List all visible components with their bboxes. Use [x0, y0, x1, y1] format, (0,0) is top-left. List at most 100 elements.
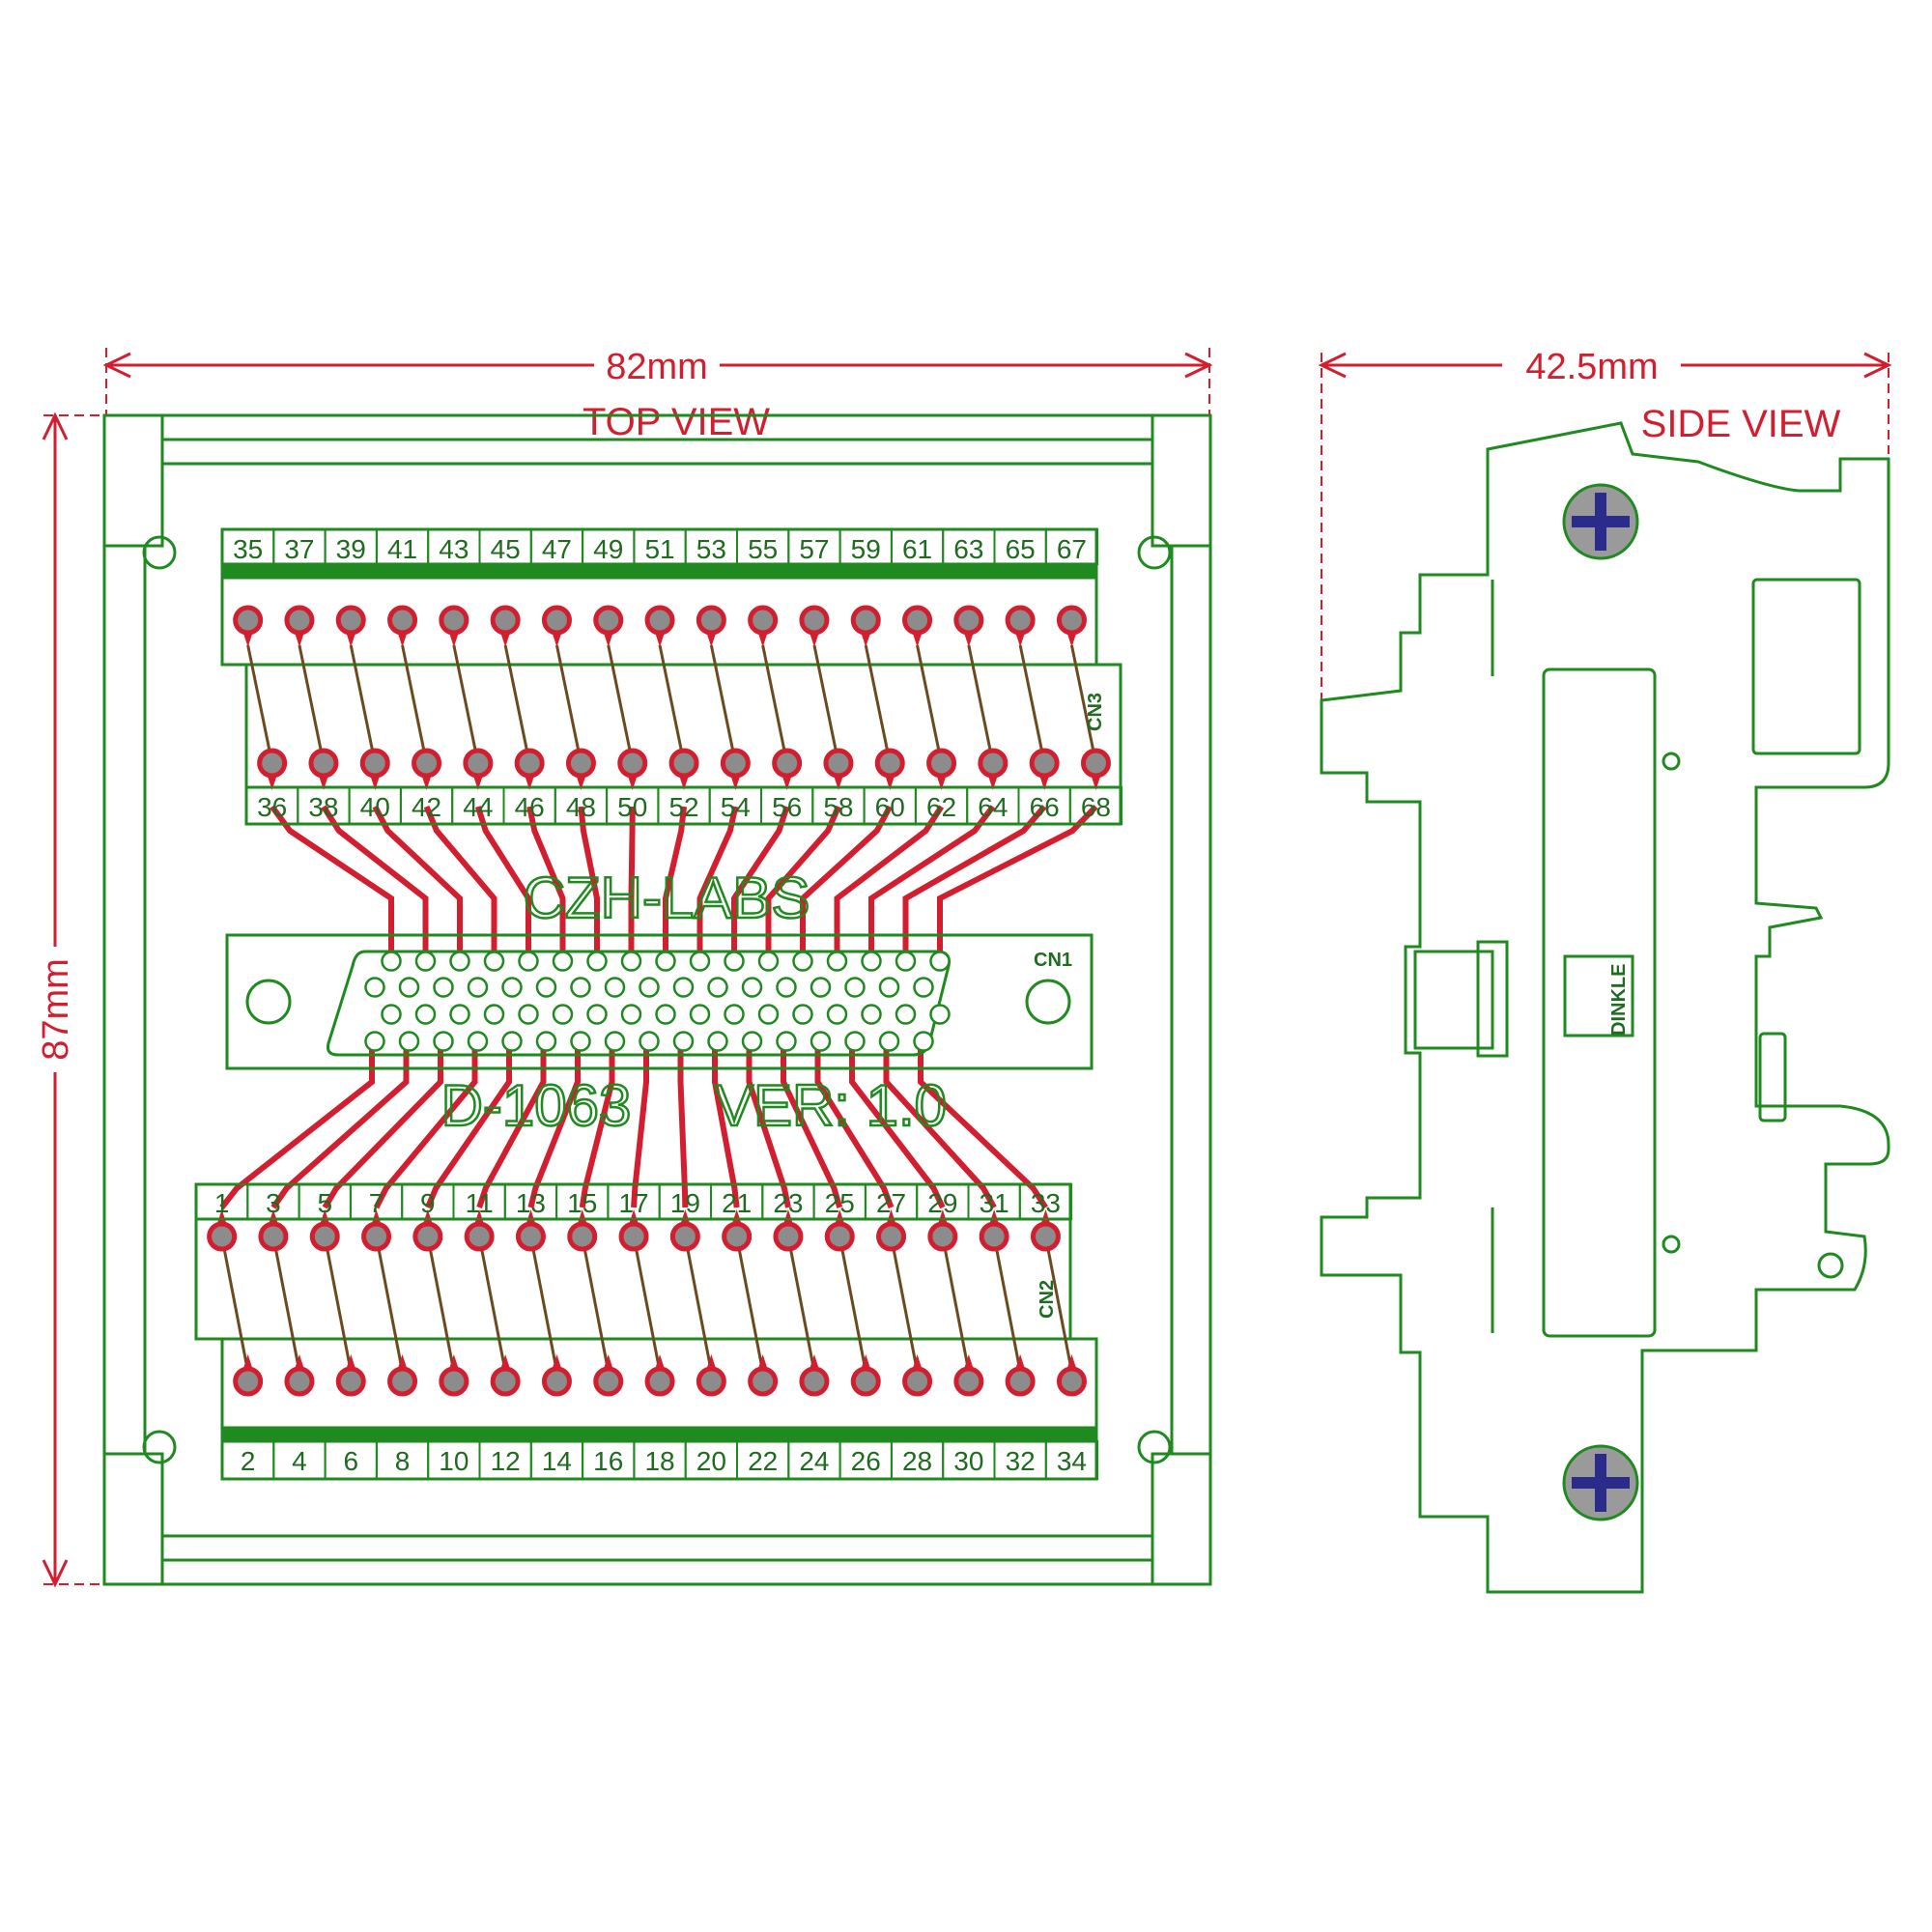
trace	[1018, 644, 1046, 764]
dsub-pin-hole	[414, 1004, 437, 1025]
terminal-pad	[722, 1221, 753, 1252]
terminal-pad	[565, 748, 596, 779]
terminal-pad	[669, 1221, 700, 1252]
trace	[270, 1041, 410, 1209]
pin-label: 24	[799, 1446, 829, 1476]
pin-label: 51	[644, 534, 674, 564]
trace	[631, 1041, 649, 1208]
dsub-pin-hole	[586, 951, 608, 972]
dsub-pin-hole	[467, 1031, 489, 1052]
pin-label: 2	[241, 1446, 256, 1476]
pin-label: 5	[317, 1188, 332, 1218]
terminal-pad	[850, 1366, 881, 1397]
trace	[849, 1041, 946, 1209]
terminal-pad	[1005, 1366, 1036, 1397]
trace	[834, 805, 945, 961]
terminal-pad	[617, 748, 648, 779]
trace	[271, 1236, 301, 1373]
dsub-pin-hole	[929, 1004, 951, 1025]
pcb-traces	[219, 644, 1098, 1373]
terminal-pad	[668, 748, 699, 779]
trace	[677, 1041, 689, 1208]
dinkle-logo: DINKLE	[1608, 964, 1630, 1036]
terminal-pad	[644, 605, 675, 636]
terminal-pad	[387, 1366, 418, 1397]
dsub-pin-hole	[570, 1031, 591, 1052]
dsub-connector-cn1: CN1	[225, 933, 1094, 1070]
terminal-pad	[284, 1366, 315, 1397]
pin-label: 36	[257, 792, 287, 822]
trace	[554, 644, 582, 764]
terminal-pad	[927, 1221, 958, 1252]
trace	[372, 805, 463, 961]
pin-label: 64	[978, 792, 1008, 822]
dsub-pin-hole	[414, 951, 437, 972]
trace	[1069, 644, 1097, 764]
dsub-pin-hole	[844, 1031, 866, 1052]
dsub-pin-hole	[570, 977, 591, 998]
pin-label: 3	[266, 1188, 281, 1218]
dsub-pin-hole	[826, 1004, 848, 1025]
terminal-pad	[439, 605, 469, 636]
terminal-pad	[823, 748, 854, 779]
bottom-row-cell	[1044, 1440, 1099, 1480]
terminal-pad	[720, 748, 751, 779]
pin-label: 18	[644, 1446, 674, 1476]
pin-label: 58	[823, 792, 853, 822]
dsub-pin-hole	[518, 1004, 539, 1025]
din-rail-frame	[102, 413, 1212, 1586]
dsub-pin-hole	[552, 1004, 574, 1025]
dsub-pin-hole	[604, 1031, 626, 1052]
side-view-label: SIDE VIEW	[1641, 403, 1841, 445]
terminal-pad	[1005, 605, 1036, 636]
terminal-pad	[1056, 605, 1087, 636]
terminal-pad	[799, 1366, 830, 1397]
dsub-pin-hole	[810, 977, 832, 998]
terminal-pad	[464, 1221, 495, 1252]
dsub-pin-hole	[535, 977, 557, 998]
side-view-housing	[1320, 421, 1890, 1594]
terminal-pad	[541, 1366, 572, 1397]
trace	[528, 1236, 558, 1373]
dsub-pin-hole	[826, 951, 848, 972]
dsub-pin-hole	[776, 977, 797, 998]
upper-mid-row-cell	[1068, 786, 1123, 825]
trace	[375, 1236, 405, 1373]
terminal-pad	[514, 748, 545, 779]
terminal-pad	[979, 1221, 1009, 1252]
dimension-width-top: 82mm	[102, 347, 1213, 415]
trace	[814, 1041, 895, 1209]
pin-label: 67	[1057, 534, 1087, 564]
trace	[812, 644, 840, 764]
dsub-pin-hole	[518, 951, 539, 972]
terminal-pad	[644, 1366, 675, 1397]
trace	[219, 1041, 375, 1209]
trace	[838, 1236, 867, 1373]
dsub-pin-hole	[724, 951, 745, 972]
pin-label: 22	[748, 1446, 778, 1476]
trace	[696, 806, 739, 961]
terminal-pad	[284, 605, 315, 636]
pin-label: 59	[851, 534, 881, 564]
dsub-pin-hole	[878, 977, 900, 998]
dsub-pin-hole	[655, 1004, 676, 1025]
pin-label: 47	[542, 534, 572, 564]
terminal-pad	[541, 605, 572, 636]
dsub-pin-hole	[895, 1004, 917, 1025]
pin-label: 10	[439, 1446, 469, 1476]
dimension-width-side: 42.5mm	[1318, 347, 1892, 705]
pin-label: 23	[773, 1188, 803, 1218]
pin-label: 34	[1057, 1446, 1087, 1476]
pin-label: 44	[463, 792, 493, 822]
terminal-pad	[361, 1221, 392, 1252]
dsub-pin-hole	[878, 1031, 900, 1052]
dsub-pin-hole	[535, 1031, 557, 1052]
terminal-pad	[233, 1366, 264, 1397]
pin-label: 57	[799, 534, 829, 564]
terminal-pad	[772, 748, 803, 779]
terminal-pad	[490, 605, 521, 636]
dsub-pin-hole	[861, 1004, 882, 1025]
terminal-pad	[618, 1221, 649, 1252]
pin-label: 29	[927, 1188, 957, 1218]
terminal-pad	[1080, 748, 1111, 779]
